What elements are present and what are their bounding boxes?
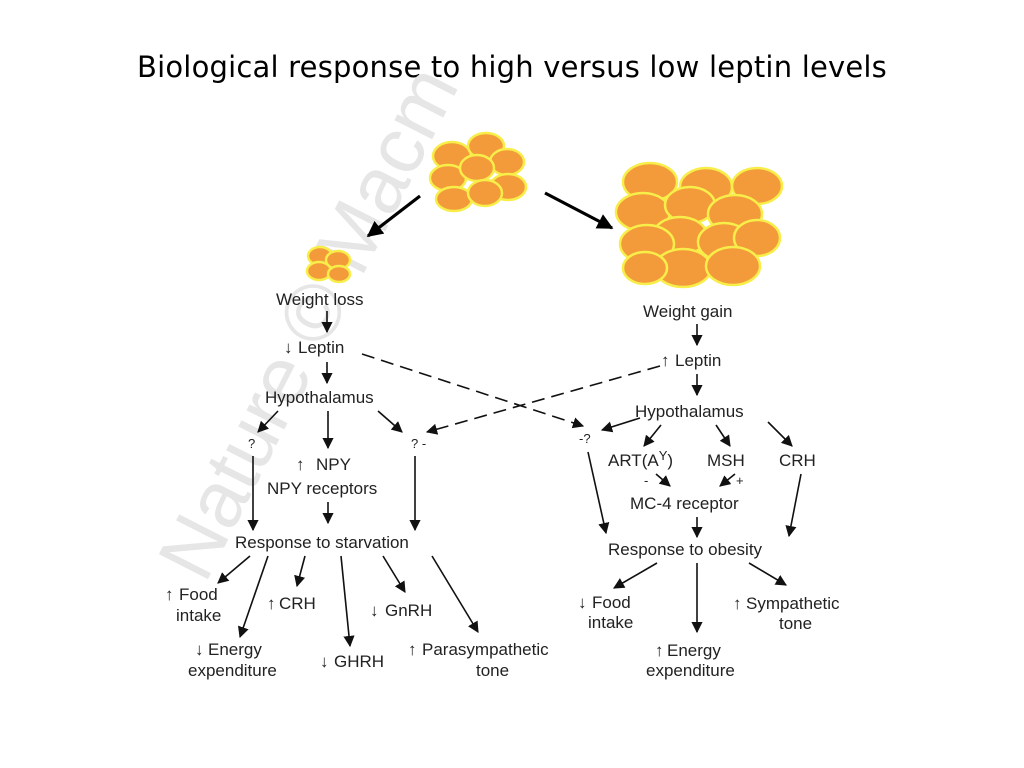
left-question-minus: ? -	[411, 436, 426, 451]
arrow-to-weight-loss	[366, 194, 421, 238]
left-energy-label: Energy	[208, 640, 262, 659]
right-leptin: Leptin	[675, 351, 721, 370]
msh-plus-sign: +	[736, 473, 744, 488]
mc4-receptor-label: MC-4 receptor	[630, 494, 739, 513]
gnrh-down-arrow-icon: ↓	[370, 601, 379, 620]
response-obesity: Response to obesity	[608, 540, 763, 559]
para-up-arrow-icon: ↑	[408, 640, 417, 659]
dashed-arrow-right-to-left	[425, 365, 661, 435]
left-food-label: Food	[179, 585, 218, 604]
right-energy-label: Energy	[667, 641, 721, 660]
left-weight-loss: Weight loss	[276, 290, 364, 309]
page-title: Biological response to high versus low l…	[137, 50, 887, 84]
art-label: ART(AY)	[608, 448, 673, 470]
symp-up-arrow-icon: ↑	[733, 594, 742, 613]
parasympathetic-label: Parasympathetic	[422, 640, 549, 659]
sympathetic-tone-label: tone	[779, 614, 812, 633]
fat-cluster-large	[614, 161, 784, 289]
left-expenditure-label: expenditure	[188, 661, 277, 680]
right-energy-up-arrow-icon: ↑	[655, 641, 664, 660]
ghrh-down-arrow-icon: ↓	[320, 652, 329, 671]
response-starvation: Response to starvation	[235, 533, 409, 552]
ghrh-label: GHRH	[334, 652, 384, 671]
right-weight-gain: Weight gain	[643, 302, 732, 321]
fat-cluster-top	[428, 131, 528, 213]
crh-up-arrow-icon: ↑	[267, 594, 276, 613]
right-intake-label: intake	[588, 613, 633, 632]
art-minus-sign: -	[644, 473, 648, 488]
gnrh-label: GnRH	[385, 601, 432, 620]
npy-receptors-label: NPY receptors	[267, 479, 377, 498]
right-question: -?	[579, 431, 591, 446]
left-crh-label: CRH	[279, 594, 316, 613]
right-crh-label: CRH	[779, 451, 816, 470]
fat-cluster-small	[305, 245, 352, 284]
npy-up-arrow-icon: ↑	[296, 455, 305, 474]
right-food-down-arrow-icon: ↓	[578, 593, 587, 612]
watermark-text: Nature © Macm	[141, 52, 475, 593]
left-down-arrow-icon: ↓	[284, 338, 293, 357]
left-food-up-arrow-icon: ↑	[165, 585, 174, 604]
left-energy-down-arrow-icon: ↓	[195, 640, 204, 659]
right-hypothalamus: Hypothalamus	[635, 402, 744, 421]
arrow-to-weight-gain	[544, 191, 614, 230]
msh-label: MSH	[707, 451, 745, 470]
parasympathetic-tone-label: tone	[476, 661, 509, 680]
left-question: ?	[248, 436, 255, 451]
right-food-label: Food	[592, 593, 631, 612]
left-hypothalamus: Hypothalamus	[265, 388, 374, 407]
right-up-arrow-icon: ↑	[661, 351, 670, 370]
npy-label: NPY	[316, 455, 351, 474]
dashed-arrow-left-to-right	[361, 353, 585, 429]
left-leptin: Leptin	[298, 338, 344, 357]
sympathetic-label: Sympathetic	[746, 594, 840, 613]
right-expenditure-label: expenditure	[646, 661, 735, 680]
left-intake-label: intake	[176, 606, 221, 625]
